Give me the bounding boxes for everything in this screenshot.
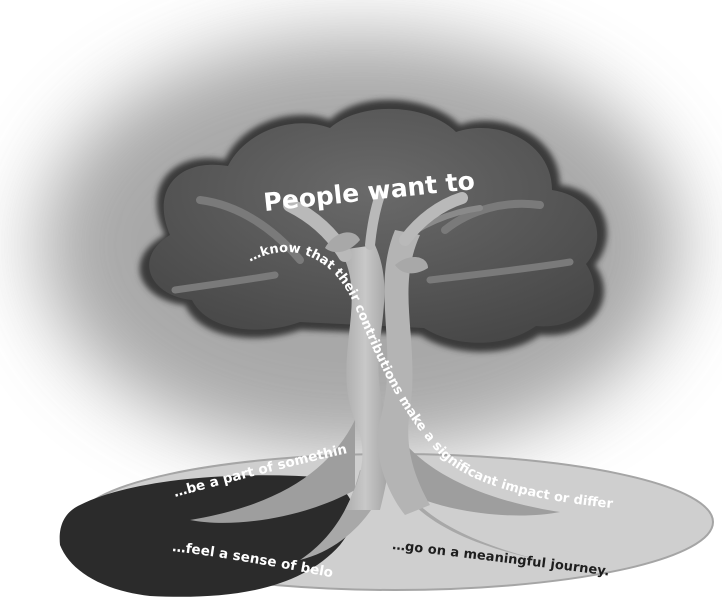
tree-trunk (190, 190, 560, 560)
